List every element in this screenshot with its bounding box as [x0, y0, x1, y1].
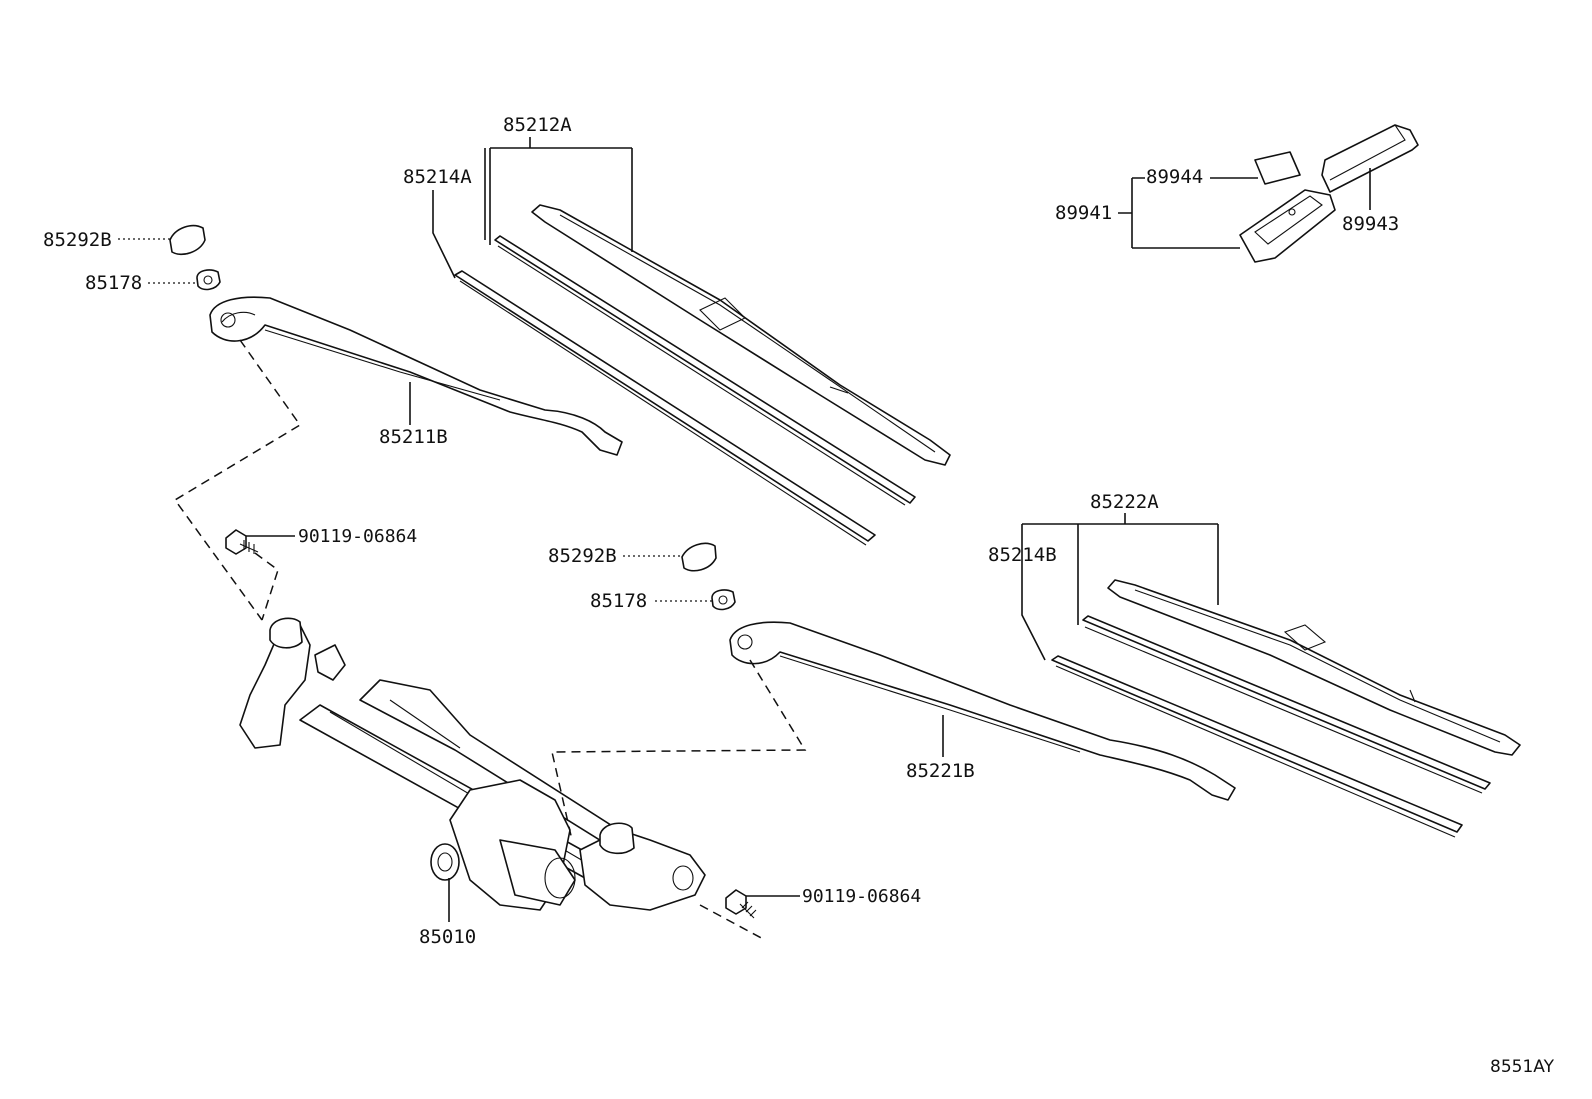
- wiper-blade-85222A[interactable]: [1082, 579, 1521, 794]
- callout-89941: 89941: [1055, 202, 1112, 224]
- callout-85211B: 85211B: [379, 426, 448, 448]
- callout-89943: 89943: [1342, 213, 1399, 235]
- callout-85221B: 85221B: [906, 760, 975, 782]
- callout-85010: 85010: [419, 926, 476, 948]
- cap-85292B-left[interactable]: [169, 224, 206, 256]
- callout-85212A: 85212A: [503, 114, 572, 136]
- dashed-connectors: [173, 339, 807, 941]
- cover-89943[interactable]: [1321, 124, 1419, 193]
- callout-85292B-left: 85292B: [43, 229, 112, 251]
- wiper-arm-85211B[interactable]: [209, 296, 623, 456]
- cap-85292B-right[interactable]: [681, 542, 717, 572]
- callout-85178-right: 85178: [590, 590, 647, 612]
- nut-85178-right[interactable]: [711, 589, 736, 611]
- bolt-90119-lower[interactable]: [725, 889, 757, 919]
- callout-85222A: 85222A: [1090, 491, 1159, 513]
- wiper-motor-linkage-85010[interactable]: [239, 617, 706, 911]
- callout-85214A: 85214A: [403, 166, 472, 188]
- callout-85178-left: 85178: [85, 272, 142, 294]
- wiper-refill-85214B[interactable]: [1051, 655, 1463, 838]
- wiper-blade-85212A[interactable]: [494, 204, 951, 506]
- leader-lines: [118, 137, 1371, 922]
- label-89944[interactable]: [1254, 151, 1301, 185]
- callout-90119-06864-lower: 90119-06864: [802, 886, 921, 907]
- callout-89944: 89944: [1146, 166, 1203, 188]
- bolt-90119-upper[interactable]: [225, 529, 259, 555]
- wiper-arm-85221B[interactable]: [729, 621, 1236, 801]
- figure-id: 8551AY: [1490, 1057, 1555, 1077]
- nut-85178-left[interactable]: [196, 269, 221, 291]
- callout-90119-06864-upper: 90119-06864: [298, 526, 417, 547]
- bracket-89941[interactable]: [1239, 189, 1336, 263]
- callout-85214B: 85214B: [988, 544, 1057, 566]
- wiper-refill-85214A[interactable]: [454, 270, 876, 546]
- callout-85292B-right: 85292B: [548, 545, 617, 567]
